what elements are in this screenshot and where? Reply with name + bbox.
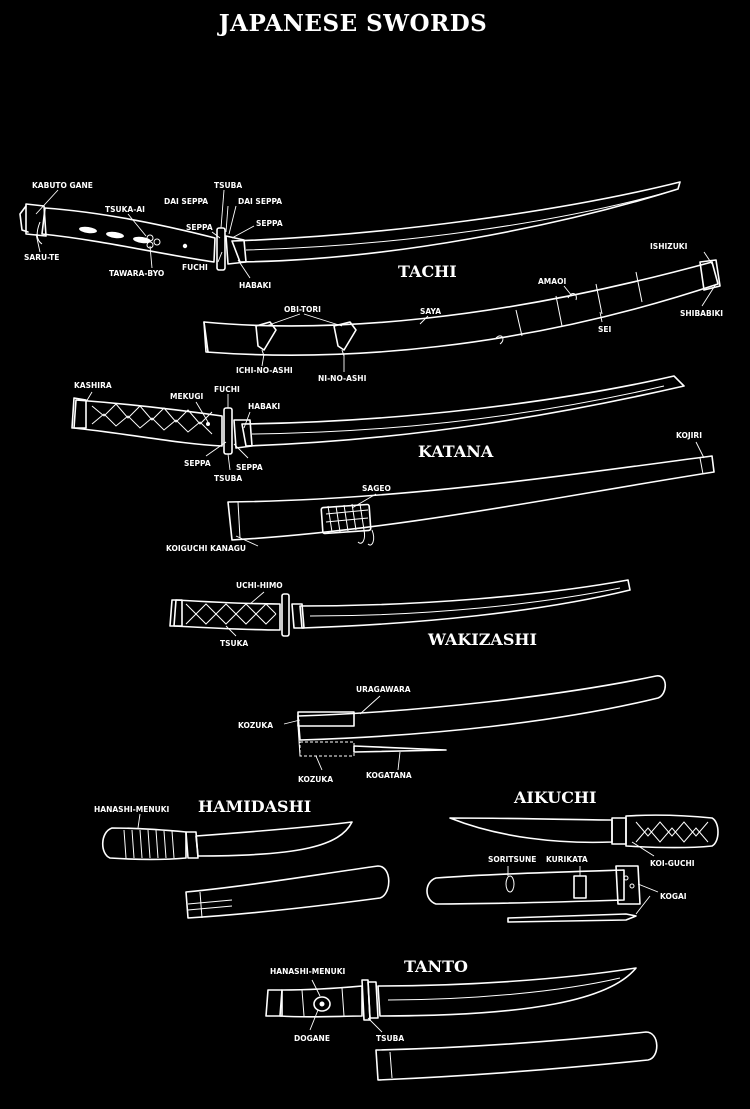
label-koiguchi-kanagu: KOIGUCHI KANAGU <box>166 544 246 553</box>
katana-saya <box>227 455 715 546</box>
label-mekugi: MEKUGI <box>170 392 204 401</box>
section-title-tanto: TANTO <box>404 957 468 976</box>
page-title: JAPANESE SWORDS <box>217 10 488 37</box>
label-kogatana: KOGATANA <box>366 771 412 780</box>
label-kogai: KOGAI <box>660 892 687 901</box>
label-ni-no-ashi: NI-NO-ASHI <box>318 374 367 383</box>
label-katana-fuchi: FUCHI <box>214 385 240 394</box>
tanto-saya <box>375 1031 658 1081</box>
katana-leader-lines <box>85 391 251 471</box>
aikuchi-knife <box>449 814 719 849</box>
label-katana-seppa-left: SEPPA <box>184 459 211 468</box>
label-tsuka-ai: TSUKA-AI <box>105 205 145 214</box>
wakizashi-sword <box>169 579 631 637</box>
label-hamidashi-hanashi-menuki: HANASHI-MENUKI <box>94 805 170 814</box>
wakizashi-saya-leader-lines <box>283 695 401 771</box>
label-amaoi: AMAOI <box>538 277 566 286</box>
katana-saya-leader-lines <box>235 441 705 547</box>
label-tachi-seppa-right: SEPPA <box>256 219 283 228</box>
label-kozuka-lower: KOZUKA <box>298 775 333 784</box>
label-ishizuki: ISHIZUKI <box>650 242 688 251</box>
section-title-hamidashi: HAMIDASHI <box>198 797 311 816</box>
tachi-saya <box>203 259 721 357</box>
label-katana-habaki: HABAKI <box>248 402 280 411</box>
label-shibabiki: SHIBABIKI <box>680 309 723 318</box>
label-kozuka-upper: KOZUKA <box>238 721 273 730</box>
label-sageo: SAGEO <box>362 484 391 493</box>
label-ichi-no-ashi: ICHI-NO-ASHI <box>236 366 293 375</box>
label-tawara-byo: TAWARA-BYO <box>109 269 164 278</box>
tanto-leader-lines <box>309 979 383 1033</box>
section-title-katana: KATANA <box>418 442 494 461</box>
label-soritsune: SORITSUNE <box>488 855 536 864</box>
hamidashi-saya <box>185 865 390 919</box>
label-saya: SAYA <box>420 307 441 316</box>
label-tachi-fuchi: FUCHI <box>182 263 208 272</box>
label-kashira: KASHIRA <box>74 381 112 390</box>
label-tachi-habaki: HABAKI <box>239 281 271 290</box>
label-obi-tori: OBI-TORI <box>284 305 321 314</box>
section-title-wakizashi: WAKIZASHI <box>427 630 537 649</box>
label-tachi-dai-seppa-left: DAI SEPPA <box>164 197 208 206</box>
wakizashi-leader-lines <box>225 591 265 637</box>
label-katana-seppa-right: SEPPA <box>236 463 263 472</box>
aikuchi-saya <box>426 865 641 923</box>
tachi-leader-lines <box>35 189 255 279</box>
katana-sword <box>71 375 685 455</box>
label-tanto-tsuba: TSUBA <box>376 1034 404 1043</box>
label-saru-te: SARU-TE <box>24 253 59 262</box>
label-tachi-dai-seppa-right: DAI SEPPA <box>238 197 282 206</box>
tachi-sword <box>19 181 681 271</box>
label-tachi-tsuba: TSUBA <box>214 181 242 190</box>
label-kurikata: KURIKATA <box>546 855 588 864</box>
label-kabuto-gane: KABUTO GANE <box>32 181 93 190</box>
tachi-saya-leader-lines <box>261 251 717 372</box>
label-uchi-himo: UCHI-HIMO <box>236 581 283 590</box>
section-title-aikuchi: AIKUCHI <box>513 788 597 807</box>
hamidashi-knife <box>101 821 353 861</box>
label-tanto-hanashi-menuki: HANASHI-MENUKI <box>270 967 346 976</box>
label-sei: SEI <box>598 325 612 334</box>
section-title-tachi: TACHI <box>398 262 457 281</box>
label-tachi-seppa-left: SEPPA <box>186 223 213 232</box>
label-uragawara: URAGAWARA <box>356 685 411 694</box>
label-kojiri: KOJIRI <box>676 431 702 440</box>
label-dogane: DOGANE <box>294 1034 330 1043</box>
label-koi-guchi: KOI-GUCHI <box>650 859 695 868</box>
hamidashi-leader-line <box>137 813 141 829</box>
wakizashi-saya <box>297 675 667 757</box>
label-katana-tsuba: TSUBA <box>214 474 242 483</box>
label-tsuka: TSUKA <box>220 639 248 648</box>
aikuchi-leader-lines <box>507 841 659 915</box>
